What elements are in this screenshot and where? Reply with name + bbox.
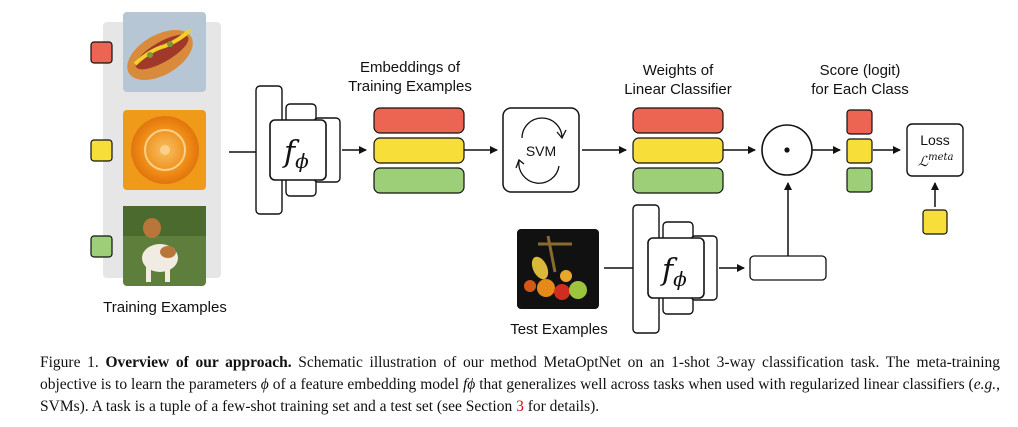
- embeddings-label-line2: Training Examples: [348, 78, 472, 95]
- embedding-red: [373, 107, 465, 134]
- weights-label-line2: Linear Classifier: [624, 81, 732, 98]
- caption-text-5: for details).: [523, 398, 600, 415]
- test-fruits-image: [517, 229, 599, 309]
- score-green: [846, 167, 873, 193]
- svm-block: [502, 107, 580, 193]
- feature-extractor-test: [632, 204, 718, 334]
- embedding-green: [373, 167, 465, 194]
- hotdog-image: [123, 12, 206, 92]
- caption-f-phi: fϕ: [462, 376, 476, 393]
- score-red: [846, 109, 873, 135]
- weight-red: [632, 107, 724, 134]
- loss-symbol: ℒmeta: [918, 152, 954, 170]
- caption-text-3: that generalizes well across tasks when …: [475, 376, 974, 393]
- f-phi-train-label: fϕ: [282, 135, 309, 173]
- caption-text-1: Schematic illustration of our method Met…: [40, 354, 1001, 393]
- embeddings-label-line1: Embeddings of: [359, 59, 461, 76]
- score-label-line1: Score (logit): [819, 62, 901, 79]
- orange-image: [123, 110, 206, 190]
- weights-label: Weights of Linear Classifier: [598, 61, 758, 99]
- embedding-yellow: [373, 137, 465, 164]
- loss-block: [906, 123, 964, 177]
- test-label-yellow: [922, 209, 948, 235]
- caption-title: Overview of our approach.: [105, 354, 292, 371]
- caption-eg: e.g.: [973, 376, 997, 393]
- embeddings-label: Embeddings of Training Examples: [330, 58, 490, 96]
- caption-text-2: of a feature embedding model: [268, 376, 463, 393]
- weights-label-line1: Weights of: [642, 62, 714, 79]
- loss-label: Loss: [920, 132, 950, 148]
- class-red-square: [90, 41, 113, 64]
- svm-label: SVM: [526, 143, 556, 159]
- score-yellow: [846, 138, 873, 164]
- score-label-line2: for Each Class: [811, 81, 909, 98]
- figure-caption: Figure 1. Overview of our approach. Sche…: [40, 352, 1000, 418]
- weight-green: [632, 167, 724, 194]
- dog-image: [123, 206, 206, 286]
- score-label: Score (logit) for Each Class: [790, 61, 930, 99]
- training-examples-label: Training Examples: [103, 299, 227, 316]
- class-green-square: [90, 235, 113, 258]
- class-yellow-square: [90, 139, 113, 162]
- dot-product-node: [761, 124, 813, 176]
- feature-extractor-train: [255, 85, 341, 215]
- caption-section-link[interactable]: 3: [516, 398, 524, 415]
- weight-yellow: [632, 137, 724, 164]
- caption-figure-label: Figure 1.: [40, 354, 99, 371]
- test-examples-label: Test Examples: [510, 321, 608, 338]
- test-embedding: [749, 255, 827, 281]
- pipeline-diagram: fϕ SVM Loss ℒmeta: [90, 12, 964, 334]
- caption-text-4: , SVMs). A task is a tuple of a few-shot…: [40, 376, 1000, 415]
- caption-phi: ϕ: [260, 376, 269, 393]
